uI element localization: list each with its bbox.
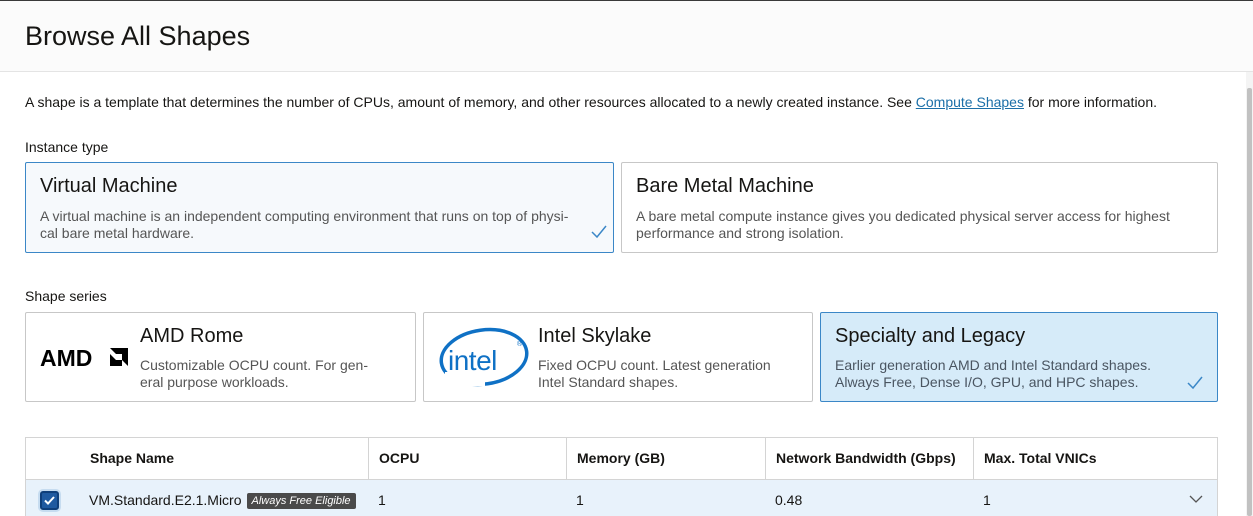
intel-skylake-desc-line1: Fixed OCPU count. Latest generation xyxy=(538,357,771,373)
specialty-legacy-description: Earlier generation AMD and Intel Standar… xyxy=(835,357,1185,391)
virtual-machine-title: Virtual Machine xyxy=(40,175,178,197)
intel-logo: intel ® xyxy=(439,327,529,387)
amd-rome-title: AMD Rome xyxy=(140,325,244,347)
virtual-machine-desc-line2: cal bare metal hardware. xyxy=(40,225,195,241)
instance-type-label: Instance type xyxy=(25,139,109,155)
virtual-machine-description: A virtual machine is an independent comp… xyxy=(40,208,590,242)
column-header-memory[interactable]: Memory (GB) xyxy=(566,438,765,479)
amd-rome-desc-line1: Customizable OCPU count. For gen- xyxy=(140,357,368,373)
amd-rome-desc-line2: eral purpose workloads. xyxy=(140,374,289,390)
specialty-legacy-card[interactable]: Specialty and Legacy Earlier generation … xyxy=(820,312,1218,402)
svg-text:intel: intel xyxy=(448,345,497,376)
table-header: Shape Name OCPU Memory (GB) Network Band… xyxy=(26,438,1217,480)
column-header-shape-name[interactable]: Shape Name xyxy=(90,450,175,466)
check-icon xyxy=(591,225,607,239)
cell-network-bandwidth: 0.48 xyxy=(775,492,803,508)
specialty-legacy-title: Specialty and Legacy xyxy=(835,325,1026,347)
always-free-badge: Always Free Eligible xyxy=(246,493,356,509)
column-header-ocpu[interactable]: OCPU xyxy=(368,438,567,479)
intro-text-end: for more information. xyxy=(1023,94,1158,110)
bare-metal-machine-description: A bare metal compute instance gives you … xyxy=(636,208,1206,242)
cell-memory: 1 xyxy=(576,492,584,508)
shapes-table: Shape Name OCPU Memory (GB) Network Band… xyxy=(25,437,1218,516)
shape-name-text: VM.Standard.E2.1.Micro xyxy=(89,492,242,508)
virtual-machine-card[interactable]: Virtual Machine A virtual machine is an … xyxy=(25,162,614,253)
intel-skylake-card[interactable]: intel ® Intel Skylake Fixed OCPU count. … xyxy=(423,312,813,402)
scrollbar[interactable] xyxy=(1246,72,1253,516)
bare-metal-desc-line2: performance and strong isolation. xyxy=(636,225,844,241)
virtual-machine-desc-line1: A virtual machine is an independent comp… xyxy=(40,208,569,224)
scrollbar-thumb[interactable] xyxy=(1247,88,1252,516)
checkmark-icon xyxy=(44,496,55,505)
bare-metal-machine-card[interactable]: Bare Metal Machine A bare metal compute … xyxy=(621,162,1218,253)
svg-text:AMD: AMD xyxy=(40,345,92,369)
compute-shapes-link[interactable]: Compute Shapes xyxy=(915,94,1024,110)
specialty-legacy-desc-line2: Always Free, Dense I/O, GPU, and HPC sha… xyxy=(835,374,1139,390)
intel-skylake-title: Intel Skylake xyxy=(538,325,652,347)
bare-metal-desc-line1: A bare metal compute instance gives you … xyxy=(636,208,1170,224)
cell-ocpu: 1 xyxy=(378,492,386,508)
amd-rome-card[interactable]: AMD AMD Rome Customizable OCPU count. Fo… xyxy=(25,312,416,402)
svg-text:®: ® xyxy=(517,340,523,348)
intro-text: A shape is a template that determines th… xyxy=(25,94,1157,110)
specialty-legacy-desc-line1: Earlier generation AMD and Intel Standar… xyxy=(835,357,1151,373)
intro-text-start: A shape is a template that determines th… xyxy=(25,94,916,110)
header-spacer xyxy=(26,438,27,479)
intel-skylake-desc-line2: Intel Standard shapes. xyxy=(538,374,679,390)
shape-series-label: Shape series xyxy=(25,288,107,304)
page-title: Browse All Shapes xyxy=(25,21,251,51)
row-checkbox[interactable] xyxy=(40,491,59,510)
check-icon xyxy=(1187,376,1203,390)
amd-logo: AMD xyxy=(40,345,128,369)
amd-rome-description: Customizable OCPU count. For gen- eral p… xyxy=(140,357,410,391)
column-header-max-vnics[interactable]: Max. Total VNICs xyxy=(973,438,1218,479)
cell-max-vnics: 1 xyxy=(983,492,991,508)
page-header: Browse All Shapes xyxy=(0,0,1253,72)
column-header-network-bandwidth[interactable]: Network Bandwidth (Gbps) xyxy=(765,438,973,479)
intel-skylake-description: Fixed OCPU count. Latest generation Inte… xyxy=(538,357,808,391)
bare-metal-machine-title: Bare Metal Machine xyxy=(636,175,814,197)
chevron-down-icon[interactable] xyxy=(1189,494,1203,504)
